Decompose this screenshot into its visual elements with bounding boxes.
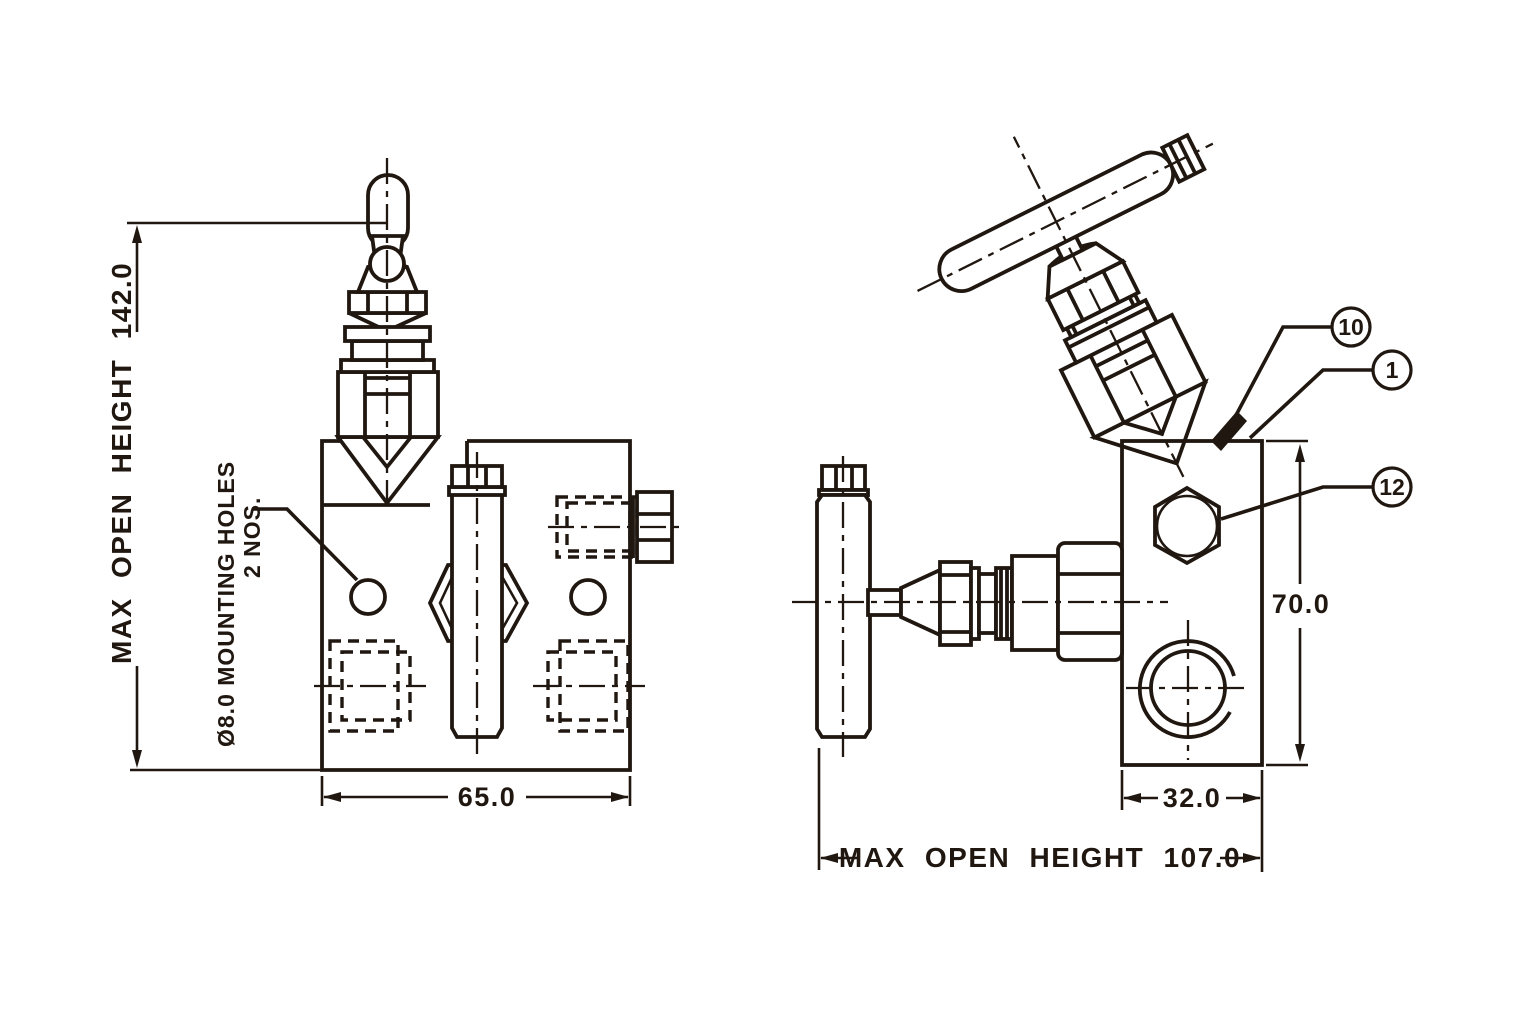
front-side-plug (548, 490, 680, 564)
side-angled-valve (916, 132, 1214, 478)
dim-front-max-open-height: MAX OPEN HEIGHT 142.0 (106, 221, 388, 772)
side-threaded-port (1126, 620, 1250, 760)
dim-arrow-right (1243, 793, 1261, 803)
front-hidden-port-left (314, 639, 426, 733)
front-hidden-port-right (533, 639, 645, 733)
hex-plug-circle (1155, 494, 1219, 558)
front-block-outline (320, 439, 632, 772)
dim-arrow-up (132, 225, 142, 243)
angled-gland-facets (1065, 270, 1121, 322)
dim-arrow-down (132, 750, 142, 768)
dim-arrow-down (1295, 744, 1305, 762)
callout-label: 10 (1338, 314, 1364, 340)
hidden-port-rect (340, 650, 412, 722)
front-needle-valve (334, 158, 442, 512)
dim-front-width: 65.0 (320, 776, 632, 812)
tube-bolt-facets (466, 466, 488, 487)
dim-arrow-right (611, 792, 629, 802)
callout-label: 12 (1379, 474, 1405, 500)
hvalve-cap-facets (834, 466, 854, 490)
side-horizontal-valve (792, 456, 1168, 757)
hex-plug-outline (1153, 485, 1221, 566)
hvalve-gland-facets (940, 573, 971, 634)
front-view: MAX OPEN HEIGHT 142.0 65.0 Ø8.0 MOUNTING… (106, 158, 680, 812)
callout-leader (1220, 485, 1373, 521)
callout-12: 12 (1220, 466, 1413, 521)
dim-arrow-left (820, 853, 838, 863)
dim-side-height-text: 70.0 (1272, 589, 1331, 619)
callout-10: 10 (1232, 306, 1372, 420)
callout-balloon (1330, 306, 1372, 348)
side-hex-plug (1153, 485, 1221, 566)
valve-gland-facets (366, 292, 409, 313)
angled-bar-centerline (916, 142, 1214, 292)
callout-balloon (1371, 349, 1413, 391)
note-line2-text: 2 NOS. (239, 497, 265, 578)
dim-front-width-text: 65.0 (458, 782, 517, 812)
dim-side-height: 70.0 (1266, 439, 1331, 767)
hvalve-washer2-lines (999, 568, 1009, 639)
hvalve-bonnet-facets (1058, 572, 1122, 635)
note-leader-line (252, 507, 359, 582)
dim-side-max-open-height: MAX OPEN HEIGHT 107.0 (817, 748, 1261, 873)
dim-extension-lines (127, 221, 388, 772)
side-view: 70.0 32.0 MAX OPEN HEIGHT 107.0 10 (792, 132, 1413, 873)
callout-1: 1 (1248, 349, 1413, 440)
dim-arrow-right (1243, 853, 1261, 863)
angled-step-line (1067, 305, 1150, 350)
dim-side-width-text: 32.0 (1163, 783, 1222, 813)
bonnet-seal-black (1211, 411, 1247, 451)
callout-balloon (1371, 466, 1413, 508)
dim-extension-lines (1120, 770, 1264, 872)
dim-arrow-up (1295, 444, 1305, 462)
callout-leader (1232, 325, 1332, 420)
dim-side-open-height-text: MAX OPEN HEIGHT 107.0 (839, 842, 1241, 873)
dim-extension-lines (1266, 439, 1308, 767)
note-mounting-holes: Ø8.0 MOUNTING HOLES 2 NOS. (213, 461, 359, 747)
mounting-hole-left (349, 578, 387, 616)
front-center-tube (427, 452, 530, 757)
dim-side-width: 32.0 (1120, 770, 1264, 872)
hvalve-washer2 (994, 566, 1014, 641)
callout-leader (1248, 368, 1373, 440)
callout-label: 1 (1386, 357, 1399, 383)
dim-front-height-text: MAX OPEN HEIGHT 142.0 (106, 262, 137, 664)
dim-extension-lines (320, 776, 632, 806)
dim-arrow-left (1123, 793, 1141, 803)
port-centerlines (1126, 620, 1250, 760)
dim-arrow-left (323, 792, 341, 802)
mounting-hole-right (569, 578, 607, 616)
angled-valve-axis-centerline (1012, 136, 1185, 478)
port-thread-arc (1137, 639, 1236, 739)
note-line1-text: Ø8.0 MOUNTING HOLES (213, 461, 239, 747)
hvalve-spacer (977, 572, 998, 635)
